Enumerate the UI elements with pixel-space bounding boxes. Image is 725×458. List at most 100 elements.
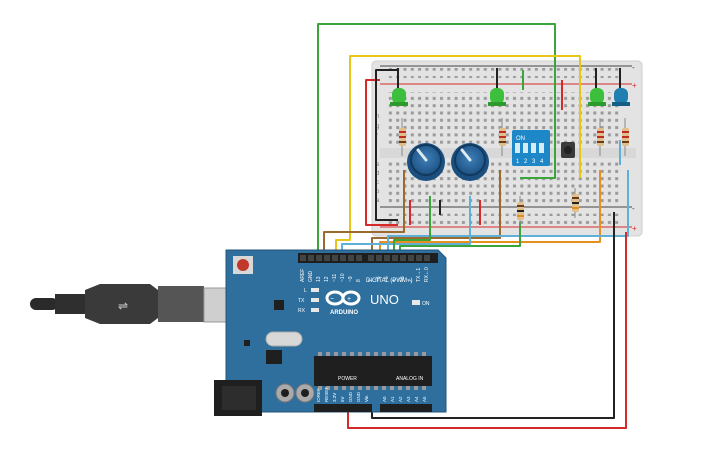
dip-toggle-2[interactable] <box>523 143 528 153</box>
push-button[interactable] <box>561 142 575 158</box>
on-label: ON <box>422 301 430 307</box>
pin-label-4: 4 <box>392 279 398 282</box>
dip-toggle-1[interactable] <box>515 143 520 153</box>
usb-cable: ⇌ <box>30 284 239 324</box>
bottom-rail-holes-2 <box>386 218 622 224</box>
row-letter-h: h <box>376 114 379 120</box>
black-rail-jumper <box>375 69 398 221</box>
orange-wire <box>379 170 601 255</box>
usb-icon: ⇌ <box>118 299 128 313</box>
rx-led-label: RX <box>298 308 306 314</box>
row-letter-d: d <box>376 171 379 177</box>
potentiometer-2[interactable] <box>451 143 489 181</box>
row-letter-c: c <box>376 180 379 186</box>
breadboard: - + - + j i h g f e d c b a <box>371 60 643 237</box>
crystal <box>265 331 303 347</box>
analog-pin-a1: A1 <box>390 396 395 402</box>
on-led <box>412 300 420 305</box>
atmega-chip <box>314 356 432 386</box>
analog-label: ANALOG IN <box>396 376 424 382</box>
resistor-6[interactable] <box>572 188 579 218</box>
pin-label-1: TX→1 <box>416 268 422 282</box>
power-label: POWER <box>338 376 357 382</box>
cable-end <box>30 298 58 310</box>
dip-number-4: 4 <box>540 159 544 165</box>
center-channel <box>380 148 636 158</box>
pin-label-2: 2 <box>408 279 414 282</box>
resistors <box>399 118 629 226</box>
green-wire-pot <box>393 196 431 255</box>
dip-number-2: 2 <box>524 159 528 165</box>
power-pin-3v3: 3.3V <box>332 393 337 402</box>
power-pin-5v: 5V <box>340 396 345 402</box>
leds <box>390 88 630 106</box>
dip-switch[interactable]: ON 1 2 3 4 <box>512 130 550 166</box>
small-chip <box>274 300 284 310</box>
rail-minus-marker-top: - <box>632 63 635 72</box>
analog-header <box>380 404 432 412</box>
pin-label-3: ~3 <box>400 276 406 282</box>
svg-text:+: + <box>347 296 351 303</box>
brand-label: ARDUINO <box>330 310 358 316</box>
pin-label-5: ~5 <box>384 276 390 282</box>
pin-label-8: 8 <box>356 279 362 282</box>
row-letter-g: g <box>376 124 379 130</box>
yellow-wire <box>335 55 581 255</box>
resistor-3[interactable] <box>597 118 604 156</box>
l-led <box>311 288 319 292</box>
black-ground-wire <box>371 212 615 419</box>
dip-toggle-3[interactable] <box>531 143 536 153</box>
analog-pin-a3: A3 <box>406 396 411 402</box>
power-pin-reset: RESET <box>324 387 329 402</box>
row-letter-a: a <box>376 198 380 204</box>
resistor-5[interactable] <box>517 196 524 226</box>
arduino-logo: − + <box>325 290 361 306</box>
dip-on-label: ON <box>516 136 525 142</box>
resistor-1[interactable] <box>399 118 406 156</box>
brown-wire-2 <box>371 170 501 255</box>
top-rail-holes-2 <box>386 76 622 82</box>
resistor-2[interactable] <box>499 118 506 156</box>
analog-pin-a0: A0 <box>382 396 387 402</box>
voltage-regulator <box>266 350 282 364</box>
row-letter-b: b <box>376 189 380 195</box>
reset-button[interactable] <box>237 259 249 271</box>
pin-label-10: ~10 <box>340 273 346 282</box>
power-pin-ioref: IOREF <box>316 388 321 402</box>
power-pin-gnd1: GND <box>348 391 353 402</box>
power-pin-vin: Vin <box>364 395 369 402</box>
pin-label-13: 13 <box>316 276 322 282</box>
led-green-3[interactable] <box>588 88 606 106</box>
resistor-4[interactable] <box>622 118 629 156</box>
power-header <box>314 404 372 412</box>
led-blue[interactable] <box>612 88 630 106</box>
pin-label-9: ~9 <box>348 276 354 282</box>
l-led-label: L <box>304 288 307 294</box>
dip-toggle-4[interactable] <box>539 143 544 153</box>
analog-pin-a5: A5 <box>422 396 427 402</box>
pin-label-aref: AREF <box>300 269 306 282</box>
wires <box>317 23 629 429</box>
arduino-board: AREF GND 13 12 ~11 ~10 ~9 8 7 ~6 ~5 4 ~3… <box>214 249 447 416</box>
green-wire-long <box>317 23 556 255</box>
top-rail-holes-1 <box>386 68 622 74</box>
led-green-1[interactable] <box>390 88 408 106</box>
led-green-2[interactable] <box>488 88 506 106</box>
pin-label-11: ~11 <box>332 274 338 282</box>
svg-text:−: − <box>330 296 334 303</box>
pin-label-7: 7 <box>368 279 374 282</box>
rail-plus-marker-top: + <box>632 81 637 90</box>
tx-led-label: TX <box>298 298 305 304</box>
potentiometer-1[interactable] <box>407 143 445 181</box>
dip-number-1: 1 <box>516 159 520 165</box>
dip-number-3: 3 <box>532 159 536 165</box>
pin-label-0: RX←0 <box>424 267 430 282</box>
power-pin-gnd2: GND <box>356 391 361 402</box>
row-letter-e: e <box>376 162 380 168</box>
rx-led <box>311 308 319 312</box>
bottom-rail-holes-1 <box>386 210 622 216</box>
analog-pin-a4: A4 <box>414 396 419 402</box>
pin-label-6: ~6 <box>376 276 382 282</box>
